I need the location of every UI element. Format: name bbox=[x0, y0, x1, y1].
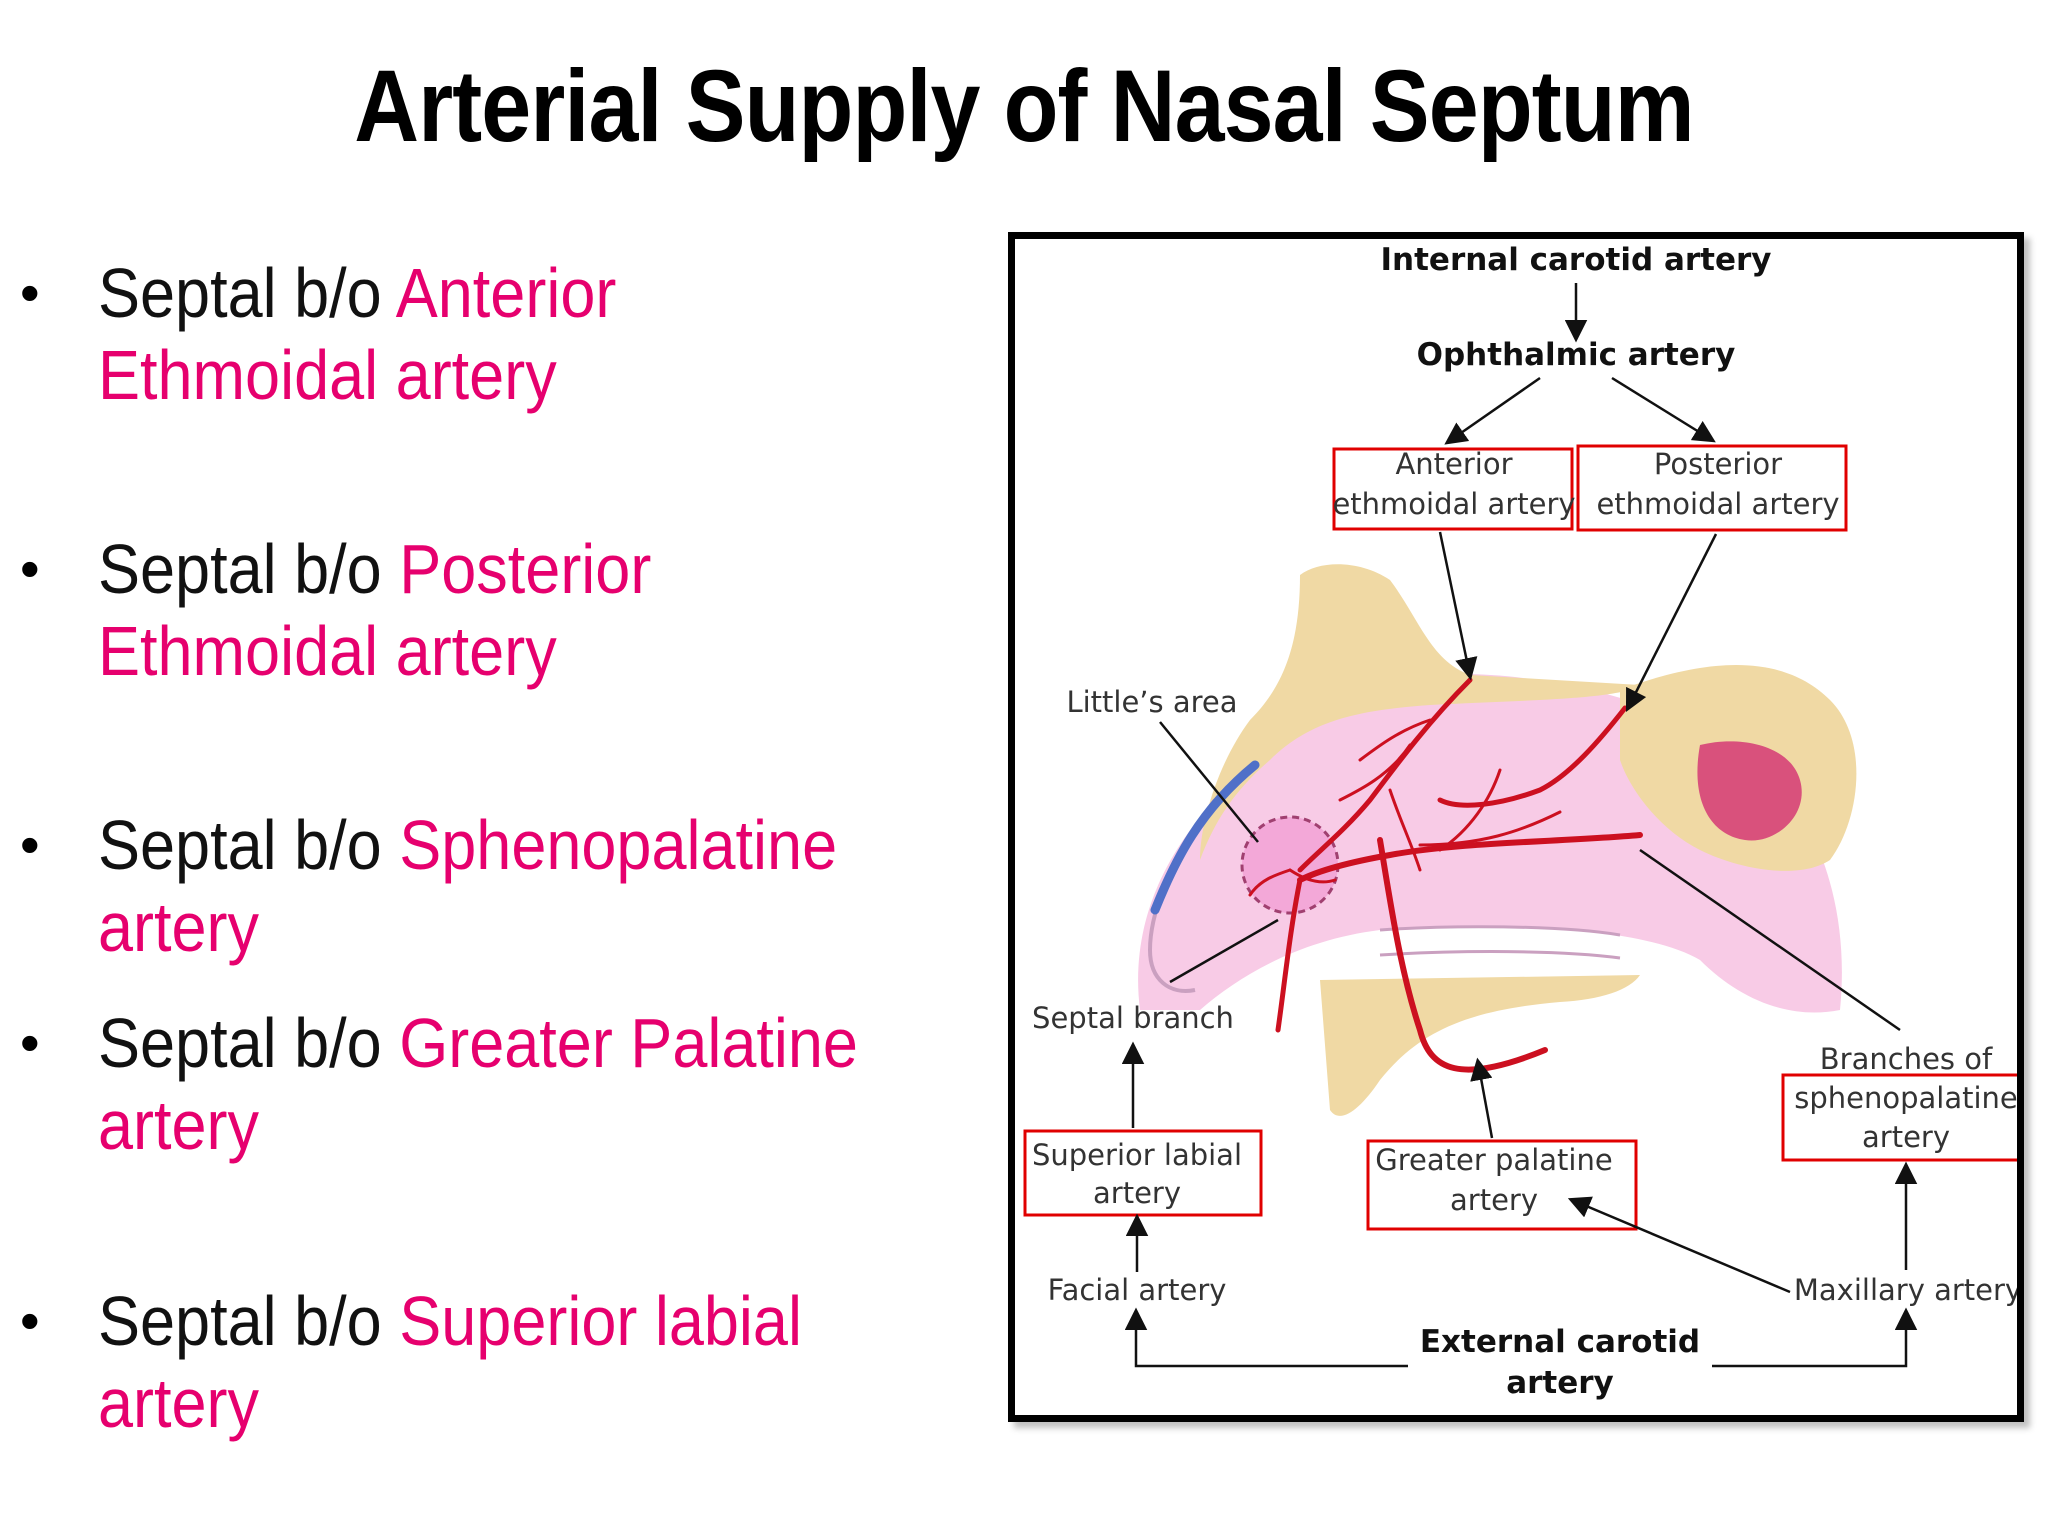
sphenopalatine-branches-label-line2: sphenopalatine bbox=[1794, 1081, 2017, 1115]
littles-area-region bbox=[1240, 815, 1340, 915]
arrow-greater-palatine-to-vessel bbox=[1470, 1057, 1494, 1139]
sphenopalatine-branches-label-line1: Branches of bbox=[1820, 1042, 1993, 1076]
bullet-lead: Septal b/o bbox=[98, 806, 400, 884]
bullet-dot: • bbox=[20, 1289, 40, 1352]
internal-carotid-label: Internal carotid artery bbox=[1381, 242, 1772, 278]
arrow-ophthalmic-to-posterior bbox=[1611, 376, 1716, 443]
sphenoid-sinus bbox=[1697, 741, 1802, 841]
posterior-ethmoidal-vessel bbox=[1437, 705, 1628, 808]
arrow-external-to-facial bbox=[1124, 1307, 1408, 1368]
arrow-maxillary-to-greater-palatine bbox=[1567, 1196, 1791, 1294]
greater-palatine-label-line2: artery bbox=[1450, 1183, 1538, 1217]
arrow-posterior-to-vessel bbox=[1625, 533, 1718, 713]
posterior-ethmoidal-label-line1: Posterior bbox=[1654, 447, 1782, 481]
pointer-littles-area bbox=[1159, 721, 1259, 843]
sphenopalatine-branches-box bbox=[1781, 1073, 2017, 1162]
external-carotid-label-line1: External carotid bbox=[1420, 1324, 1700, 1360]
frontal-bone bbox=[1200, 564, 1640, 860]
bullet-lead: Septal b/o bbox=[98, 254, 396, 332]
facial-artery-label: Facial artery bbox=[1048, 1273, 1227, 1307]
greater-palatine-box bbox=[1366, 1139, 1638, 1231]
ophthalmic-label: Ophthalmic artery bbox=[1417, 337, 1736, 373]
bullet-dot: • bbox=[20, 537, 40, 600]
arrow-ophthalmic-to-anterior bbox=[1444, 376, 1541, 445]
anterior-ethmoidal-label-line2: ethmoidal artery bbox=[1332, 487, 1575, 521]
hard-palate bbox=[1320, 975, 1640, 1116]
bullet-artery-name: Posterior Ethmoidal artery bbox=[98, 530, 652, 690]
bullet-lead: Septal b/o bbox=[98, 1282, 400, 1360]
slide-title: Arterial Supply of Nasal Septum bbox=[354, 49, 1694, 163]
arrow-anterior-to-vessel bbox=[1438, 531, 1478, 681]
maxillary-artery-label: Maxillary artery bbox=[1794, 1273, 2017, 1307]
bullet-artery-name: Greater Palatine artery bbox=[98, 1004, 858, 1164]
bullet-lead: Septal b/o bbox=[98, 1004, 400, 1082]
arrow-external-to-maxillary bbox=[1712, 1307, 1918, 1368]
bullet-artery-name: Sphenopalatine artery bbox=[98, 806, 838, 966]
bullet-dot: • bbox=[20, 1011, 40, 1074]
sphenopalatine-branches-label-line3: artery bbox=[1862, 1120, 1950, 1154]
bullet-list: • Septal b/o Anterior Ethmoidal artery •… bbox=[0, 0, 1000, 1536]
septal-branch-label: Septal branch bbox=[1032, 1001, 1234, 1035]
septal-branch-vessel bbox=[1275, 877, 1303, 1033]
pointer-septal-branch bbox=[1169, 918, 1279, 984]
anterior-ethmoidal-box bbox=[1332, 447, 1574, 531]
superior-labial-label-line2: artery bbox=[1093, 1176, 1181, 1210]
bullet-dot: • bbox=[20, 813, 40, 876]
connector-arrows bbox=[1121, 283, 1918, 1368]
nasal-anatomy-illustration bbox=[1138, 564, 1857, 1116]
superior-labial-label-line1: Superior labial bbox=[1032, 1138, 1242, 1172]
diagram-frame: Internal carotid artery Ophthalmic arter… bbox=[1008, 232, 2024, 1422]
bullet-artery-name: Superior labial artery bbox=[98, 1282, 802, 1442]
bullet-artery-name: Anterior Ethmoidal artery bbox=[98, 254, 617, 414]
diagram-labels: Internal carotid artery Ophthalmic arter… bbox=[1023, 242, 2017, 1401]
anterior-ethmoidal-vessel bbox=[1297, 677, 1473, 873]
posterior-ethmoidal-box bbox=[1576, 444, 1848, 532]
nasal-cartilage bbox=[1150, 760, 1260, 915]
pointer-sphenopalatine-branches bbox=[1639, 848, 1901, 1032]
bullet-lead: Septal b/o bbox=[98, 530, 400, 608]
littles-area-label: Little’s area bbox=[1066, 685, 1237, 719]
posterior-ethmoidal-label-line2: ethmoidal artery bbox=[1596, 487, 1839, 521]
greater-palatine-label-line1: Greater palatine bbox=[1375, 1143, 1612, 1177]
external-carotid-label-line2: artery bbox=[1506, 1365, 1614, 1401]
anterior-ethmoidal-label-line1: Anterior bbox=[1395, 447, 1512, 481]
nasal-septum-diagram: Internal carotid artery Ophthalmic arter… bbox=[1023, 242, 2017, 1401]
bullet-dot: • bbox=[20, 261, 40, 324]
sphenopalatine-vessel bbox=[1297, 832, 1643, 883]
